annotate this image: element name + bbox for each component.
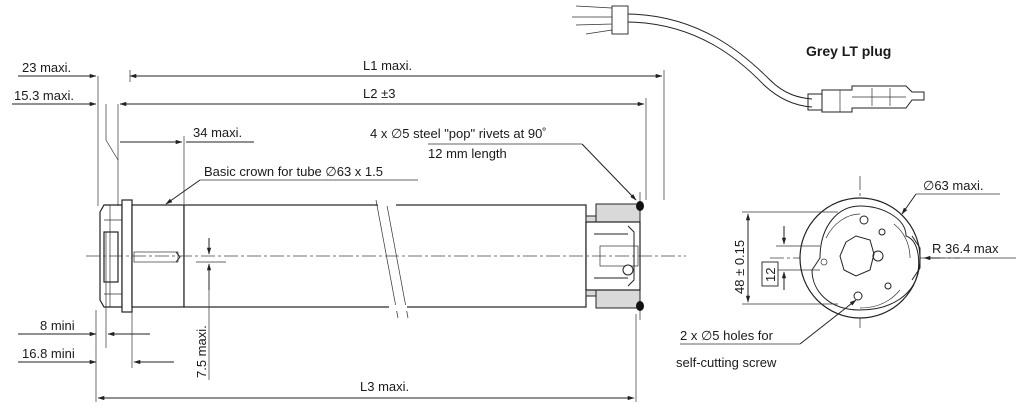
holes-label-1: 2 x ∅5 holes for [680,328,774,343]
d168-label: 16.8 mini [22,346,75,361]
dim-l2: L2 ±3 [117,86,647,206]
dim-8: 8 mini [18,232,150,348]
dim-153: 15.3 maxi. [12,88,119,161]
rivets-label-1: 4 x ∅5 steel "pop" rivets at 90˚ [370,126,547,141]
d23-label: 23 maxi. [22,60,71,75]
dim-12: 12 [761,226,820,290]
rivets-label-2: 12 mm length [428,146,507,161]
r364-label: R 36.4 max [932,241,999,256]
dim-r364: R 36.4 max [922,241,1016,261]
dim-168: 16.8 mini [18,312,174,368]
cable-assembly [572,5,813,108]
l2-label: L2 ±3 [363,86,395,101]
d75-label: 7.5 maxi. [194,325,209,378]
holes-callout: 2 x ∅5 holes for self-cutting screw [676,299,857,370]
d34-label: 34 maxi. [193,125,242,140]
dim-l3: L3 maxi. [95,310,637,402]
d8-label: 8 mini [40,318,75,333]
motor-end-view [770,176,960,330]
l1-label: L1 maxi. [363,58,412,73]
dim-48: 48 ± 0.15 [732,211,838,305]
dim-34: 34 maxi. [120,125,254,204]
rivet-bottom [636,301,644,311]
rivet-top [636,201,644,211]
rivets-callout: 4 x ∅5 steel "pop" rivets at 90˚ 12 mm l… [370,126,637,201]
d48-label: 48 ± 0.15 [732,240,747,294]
dim-63: ∅63 maxi. [901,178,1000,215]
d63-label: ∅63 maxi. [923,178,983,193]
d12-label: 12 [763,268,778,282]
dim-75: 7.5 maxi. [194,238,226,380]
d153-label: 15.3 maxi. [14,88,74,103]
grey-lt-plug [807,85,925,113]
crown-callout: Basic crown for tube ∅63 x 1.5 [165,164,418,205]
crown-label: Basic crown for tube ∅63 x 1.5 [204,164,383,179]
holes-label-2: self-cutting screw [676,355,777,370]
l3-label: L3 maxi. [360,379,409,394]
dim-l1: L1 maxi. [97,58,665,206]
dim-23: 23 maxi. [18,60,131,82]
plug-label: Grey LT plug [806,43,891,59]
